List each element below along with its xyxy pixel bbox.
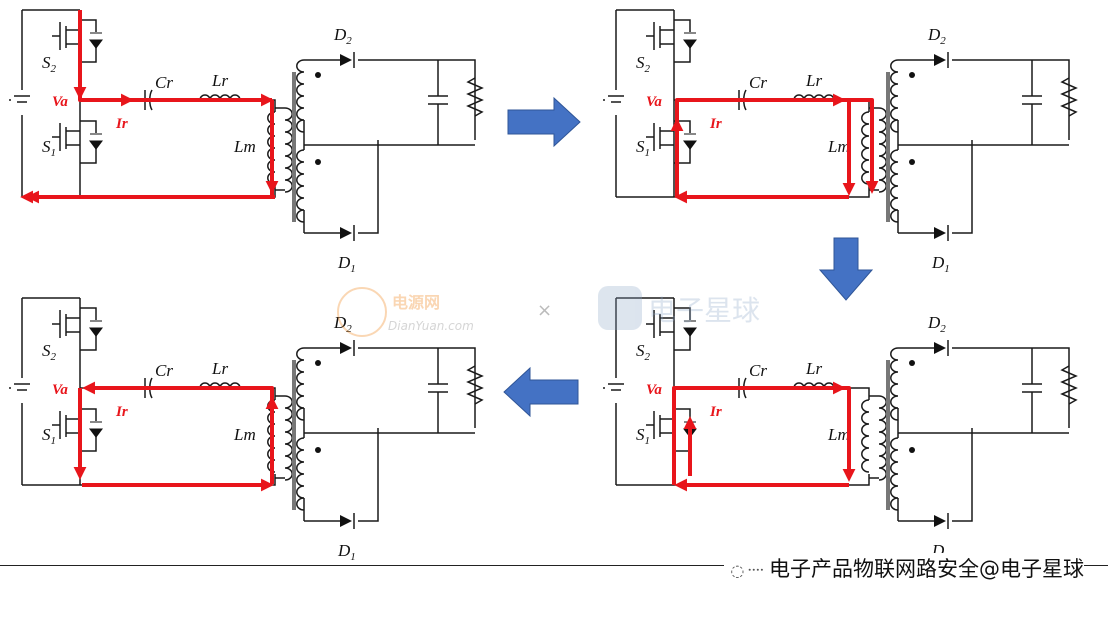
panel-4 (8, 297, 483, 563)
watermark-logo1-url: DianYuan.com (388, 319, 474, 333)
panel-1 (8, 9, 483, 275)
footer-divider (0, 565, 1108, 566)
wechat-icon: ◌᠁ (730, 561, 763, 580)
flow-arrow-right (507, 96, 581, 148)
footer-caption: ◌᠁ 电子产品物联网路安全@电子星球 (724, 553, 1084, 583)
watermark-dianyuan: 电源网 DianYuan.com (337, 287, 474, 337)
watermark-separator: × (537, 300, 552, 321)
flow-arrow-down (818, 237, 874, 301)
current-path-2 (675, 93, 846, 197)
footer-caption-text: 电子产品物联网路安全@电子星球 (769, 557, 1084, 581)
watermark-logo1-text: 电源网 (392, 293, 440, 312)
panel-2 (602, 9, 1077, 275)
panel-3 (602, 297, 1077, 563)
watermark-logo2-text: 电子星球 (648, 294, 760, 327)
current-path-3 (672, 381, 846, 485)
watermark-dianzixingqiu: 电子星球 (598, 286, 760, 330)
flow-arrow-left (503, 366, 579, 418)
